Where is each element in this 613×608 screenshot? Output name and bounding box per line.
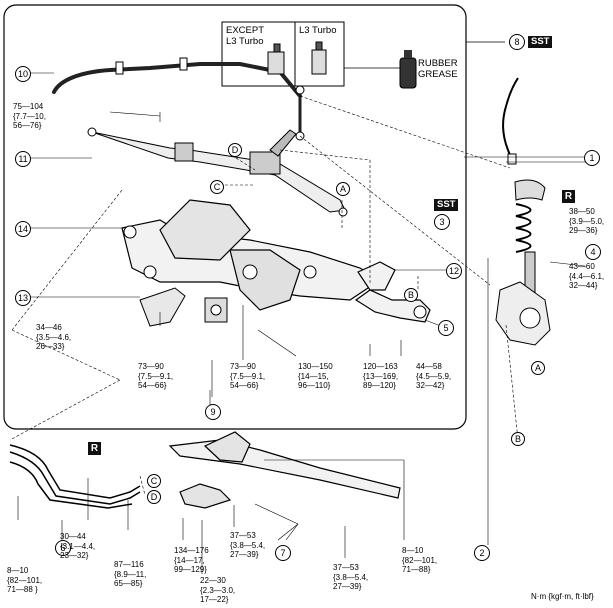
torque-43-60: 43—60 {4.4—6.1, 32—44}	[569, 262, 605, 290]
torque-8-10-right: 8—10 {82—101, 71—88}	[402, 546, 438, 574]
callout-6: 6	[55, 540, 71, 556]
lower-arm	[354, 261, 431, 323]
front-crossmember	[121, 199, 382, 311]
marker-a-right: A	[531, 361, 545, 375]
front-shock-absorber	[514, 179, 546, 293]
l3-turbo-label: L3 Turbo	[299, 25, 337, 36]
main-frame	[3, 4, 467, 430]
sst-tag-3: SST	[434, 199, 459, 211]
torque-38-50: 38—50 {3.9—5.0, 29—36}	[569, 207, 605, 235]
torque-8-10-left: 8—10 {82—101, 71—88 }	[7, 566, 43, 594]
steering-knuckle	[495, 281, 551, 346]
except-l3-turbo-label: EXCEPT L3 Turbo	[226, 25, 265, 47]
marker-b-right: B	[511, 432, 525, 446]
torque-44-58: 44—58 {4.5—5.9, 32—42}	[416, 362, 452, 390]
steering-gear	[91, 129, 346, 213]
callout-7: 7	[275, 545, 291, 561]
torque-73-90-a: 73—90 {7.5—9.1, 54—66}	[138, 362, 174, 390]
torque-130-150: 130—150 {14—15, 96—110}	[298, 362, 333, 390]
replace-tag-right: R	[562, 190, 575, 203]
front-pipe	[9, 444, 141, 509]
callout-10: 10	[15, 66, 31, 82]
marker-d-top: D	[228, 143, 242, 157]
torque-75-104: 75—104 {7.7—10, 56—76}	[13, 102, 46, 130]
callout-8: 8	[509, 34, 525, 50]
stabilizer-bar	[52, 62, 302, 98]
torque-37-53-b: 37—53 {3.8—5.4, 27—39}	[333, 563, 369, 591]
rubber-grease-label: RUBBER GREASE	[418, 58, 458, 80]
marker-a-top: A	[336, 182, 350, 196]
torque-134-176: 134—176 {14—17, 99—129}	[174, 546, 209, 574]
torque-73-90-b: 73—90 {7.5—9.1, 54—66}	[230, 362, 266, 390]
tension-bracket	[139, 287, 186, 327]
torque-34-46: 34—46 {3.5—4.6, 26—33}	[36, 323, 72, 351]
marker-b-left: B	[404, 288, 418, 302]
abs-sensor-wire	[502, 77, 519, 161]
replace-tag-left: R	[88, 442, 101, 455]
engine-mount	[204, 297, 228, 323]
callout-9: 9	[205, 404, 221, 420]
unit-note: N·m {kgf·m, ft·lbf}	[531, 592, 594, 601]
callout-14: 14	[15, 221, 31, 237]
callout-3: 3	[434, 214, 450, 230]
rubber-grease-can-icon	[344, 50, 417, 89]
callout-12: 12	[446, 263, 462, 279]
callout-2: 2	[474, 545, 490, 561]
callout-11: 11	[15, 151, 31, 167]
dashed-guides	[9, 95, 519, 496]
tunnel-member	[168, 431, 401, 509]
callout-13: 13	[15, 290, 31, 306]
callout-5: 5	[438, 320, 454, 336]
torque-87-116: 87—116 {8.9—11, 65—85}	[114, 560, 147, 588]
callout-1: 1	[584, 150, 600, 166]
torque-30-44: 30—44 {3.1—4.4, 23—32}	[60, 532, 96, 560]
torque-22-30: 22—30 {2.3—3.0, 17—22}	[200, 576, 236, 604]
callout-4: 4	[585, 244, 601, 260]
marker-c-bottom: C	[147, 474, 161, 488]
torque-37-53-a: 37—53 {3.8—5.4, 27—39}	[230, 531, 266, 559]
marker-d-bottom: D	[147, 490, 161, 504]
stabilizer-bushing-icon	[267, 41, 327, 75]
marker-c-top: C	[210, 180, 224, 194]
torque-120-163: 120—163 {13—169, 89—120}	[363, 362, 399, 390]
sst-tag-8: SST	[528, 36, 553, 48]
